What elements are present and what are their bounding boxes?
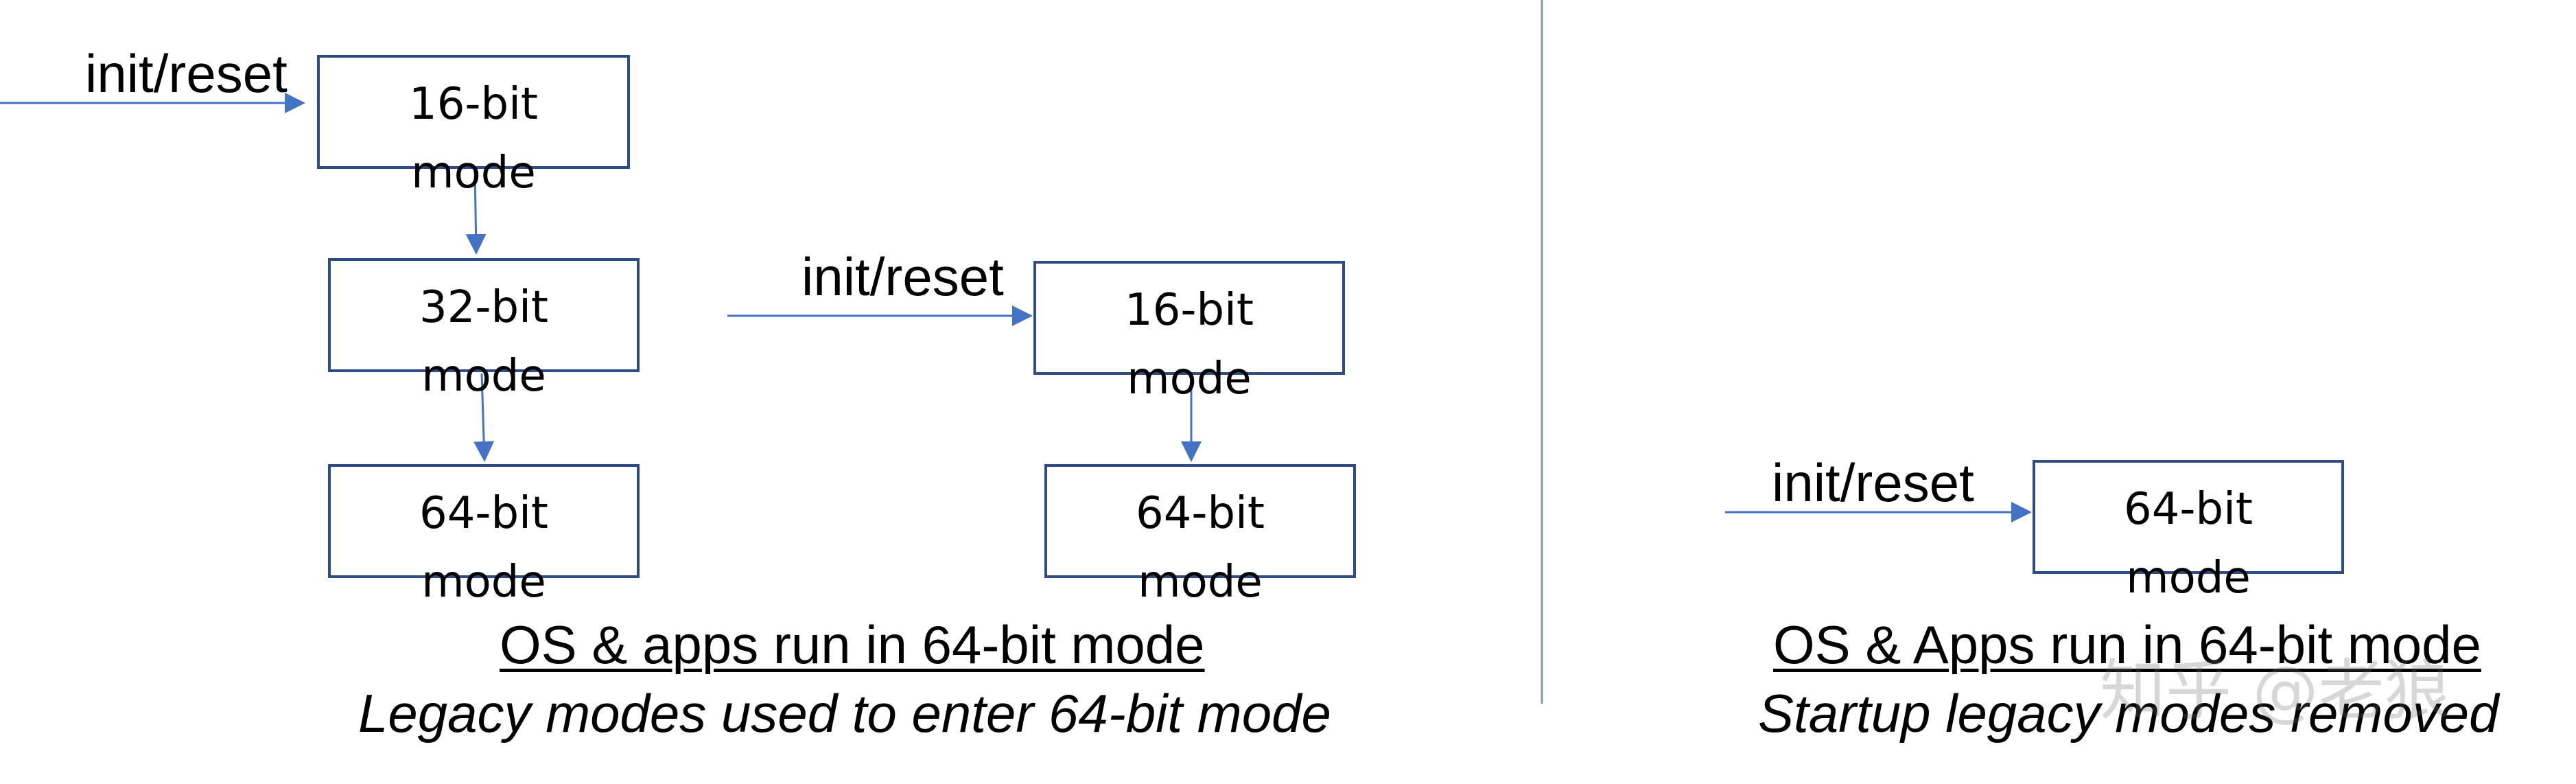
- right-caption-subtitle: Startup legacy modes removed: [1758, 683, 2499, 743]
- right-caption-title: OS & Apps run in 64-bit mode: [1773, 614, 2481, 675]
- entry-label-right: init/reset: [1772, 452, 1974, 513]
- box-64bit-mode-b: 64-bit mode: [1044, 464, 1356, 608]
- box-16bit-mode-b: 16-bit mode: [1033, 261, 1345, 404]
- watermark: 知乎 @老狼: [2100, 652, 2450, 729]
- entry-label-a: init/reset: [85, 43, 288, 104]
- arrow-32bit-to-64bit: [473, 373, 495, 462]
- box-label-line1: 64-bit: [2123, 484, 2253, 535]
- box-label-line2: mode: [421, 351, 546, 402]
- box-label-line1: 64-bit: [419, 488, 549, 539]
- left-caption-subtitle: Legacy modes used to enter 64-bit mode: [358, 683, 1331, 743]
- box-label-line2: mode: [1138, 557, 1263, 608]
- box-label-line2: mode: [421, 557, 546, 608]
- box-64bit-mode-right: 64-bit mode: [2033, 460, 2344, 603]
- box-label-line2: mode: [411, 148, 536, 198]
- box-label-line1: 16-bit: [408, 79, 539, 130]
- box-label-line2: mode: [2126, 553, 2251, 603]
- box-64bit-mode-a: 64-bit mode: [328, 464, 640, 608]
- box-label-line1: 16-bit: [1124, 285, 1254, 336]
- box-16bit-mode-a: 16-bit mode: [317, 55, 630, 198]
- box-label-line2: mode: [1127, 354, 1252, 404]
- box-32bit-mode: 32-bit mode: [328, 258, 640, 402]
- entry-label-b: init/reset: [801, 246, 1004, 307]
- arrow-16bit-to-32bit: [465, 168, 487, 255]
- left-caption-title: OS & apps run in 64-bit mode: [500, 614, 1205, 675]
- box-label-line1: 64-bit: [1135, 488, 1265, 539]
- box-label-line1: 32-bit: [419, 282, 549, 333]
